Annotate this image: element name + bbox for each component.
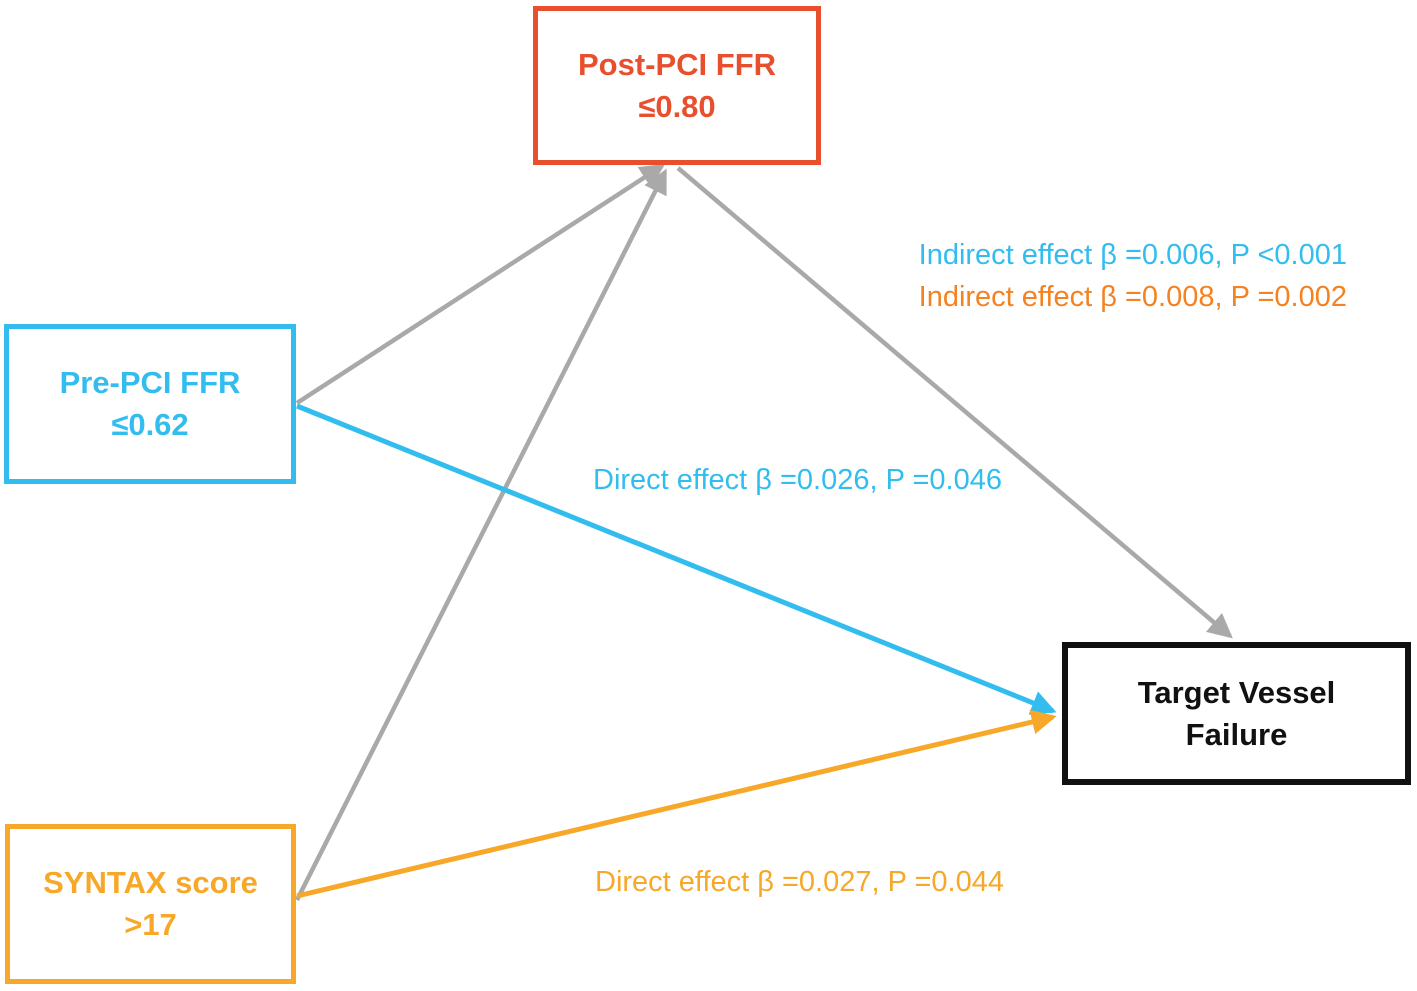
node-post-pci-ffr-line1: Post-PCI FFR bbox=[577, 46, 777, 82]
arrow-syntax-to-postpci bbox=[294, 168, 668, 902]
indirect-effect-label-syntax: Indirect effect β =0.008, P =0.002 bbox=[918, 281, 1347, 313]
node-syntax-score: SYNTAX score >17 bbox=[5, 824, 296, 984]
node-target-vessel-failure: Target Vessel Failure bbox=[1062, 642, 1411, 785]
node-syntax-score-line2: >17 bbox=[124, 907, 177, 942]
direct-effect-label-prepci: Direct effect β =0.026, P =0.046 bbox=[593, 464, 1002, 496]
node-target-vessel-failure-line1: Target Vessel bbox=[1137, 674, 1336, 710]
node-pre-pci-ffr: Pre-PCI FFR ≤0.62 bbox=[4, 324, 296, 484]
node-post-pci-ffr: Post-PCI FFR ≤0.80 bbox=[533, 6, 821, 165]
arrow-prepci-to-postpci bbox=[295, 163, 666, 405]
arrow-syntax-to-tvf-direct bbox=[296, 709, 1057, 899]
node-pre-pci-ffr-line1: Pre-PCI FFR bbox=[59, 365, 241, 400]
indirect-effect-labels: Indirect effect β =0.006, P <0.001 Indir… bbox=[919, 234, 1347, 318]
indirect-effect-label-prepci: Indirect effect β =0.006, P <0.001 bbox=[918, 239, 1347, 271]
arrow-prepci-to-tvf-direct bbox=[296, 403, 1057, 715]
arrow-postpci-to-tvf bbox=[676, 166, 1233, 639]
node-pre-pci-ffr-line2: ≤0.62 bbox=[111, 407, 189, 442]
node-target-vessel-failure-line2: Failure bbox=[1185, 716, 1288, 752]
node-syntax-score-line1: SYNTAX score bbox=[43, 865, 258, 900]
direct-effect-label-syntax: Direct effect β =0.027, P =0.044 bbox=[595, 866, 1004, 898]
node-post-pci-ffr-line2: ≤0.80 bbox=[638, 88, 716, 124]
